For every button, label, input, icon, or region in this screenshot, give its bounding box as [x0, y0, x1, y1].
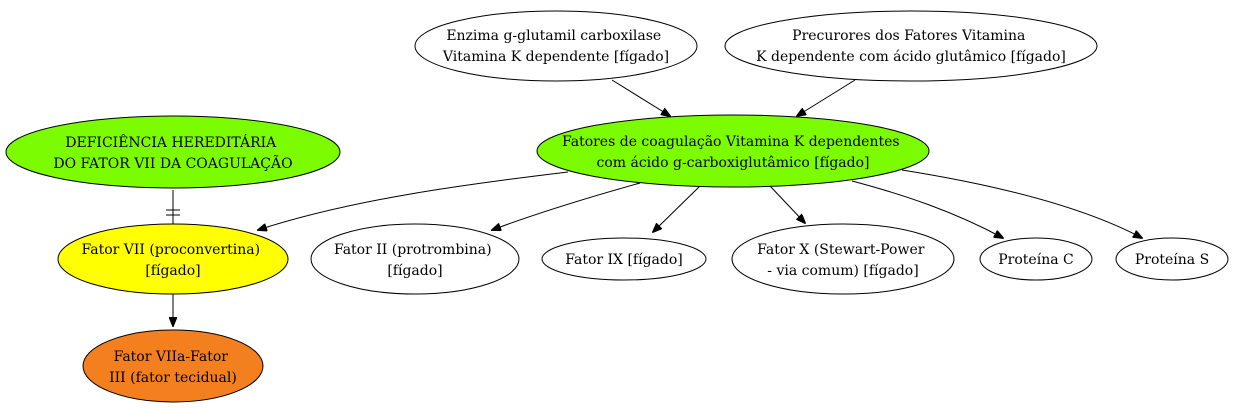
node-deficiencia-shape — [5, 115, 341, 189]
edge-fatores-to-proteinaC — [851, 180, 1003, 238]
node-enzima-shape — [414, 10, 698, 82]
node-enzima-line1: Enzima g-glutamil carboxilase — [446, 28, 661, 44]
node-enzima[interactable]: Enzima g-glutamil carboxilase Vitamina K… — [414, 10, 698, 82]
node-proteinaC[interactable]: Proteína C — [979, 237, 1093, 281]
svg-text:Fator X (Stewart-Power -: Fator X (Stewart-Power - via comum) [fíg… — [757, 242, 929, 279]
node-fator10-line2: - via comum) [fígado] — [767, 263, 918, 279]
edge-enzima-to-fatores — [611, 79, 670, 116]
node-enzima-line2: Vitamina K dependente [fígado] — [442, 49, 669, 65]
svg-text:Proteína S: Proteína S — [1135, 252, 1209, 268]
node-fatores-line2: com ácido g-carboxiglutâmico [fígado] — [596, 155, 869, 171]
edges — [166, 79, 1142, 326]
node-fator2-line1: Fator II (protrombina) — [334, 242, 492, 258]
node-fator2[interactable]: Fator II (protrombina) [fígado] — [310, 223, 520, 295]
node-fatores-line1: Fatores de coagulação Vitamina K depende… — [562, 134, 900, 150]
node-fator7-line2: [fígado] — [145, 263, 200, 279]
node-fatores-shape — [536, 114, 930, 188]
node-fator7-shape — [57, 223, 289, 295]
svg-text:Fator II (protrombina) [: Fator II (protrombina) [fígado] — [334, 242, 496, 279]
svg-text:Fatores de coagulação Vitamina: Fatores de coagulação Vitamina K depende… — [562, 134, 904, 171]
node-deficiencia-line1: DEFICIÊNCIA HEREDITÁRIA — [65, 133, 277, 151]
svg-text:Fator IX [fígado]: Fator IX [fígado] — [565, 252, 683, 268]
edge-fatores-to-proteinaS — [901, 169, 1142, 238]
svg-text:Fator VIIa-Fator III (fa: Fator VIIa-Fator III (fator tecidual) — [109, 349, 237, 386]
svg-text:Fator VII (proconvertina): Fator VII (proconvertina) [fígado] — [81, 242, 264, 279]
svg-text:Enzima g-glutamil carboxilase: Enzima g-glutamil carboxilase Vitamina K… — [442, 28, 669, 65]
node-fatores[interactable]: Fatores de coagulação Vitamina K depende… — [536, 114, 930, 188]
svg-text:Proteína C: Proteína C — [998, 252, 1073, 268]
node-precursores-shape — [724, 10, 1098, 82]
node-fator7a[interactable]: Fator VIIa-Fator III (fator tecidual) — [82, 329, 264, 403]
node-deficiencia[interactable]: DEFICIÊNCIA HEREDITÁRIA DO FATOR VII DA … — [5, 115, 341, 189]
node-fator2-line2: [fígado] — [387, 263, 442, 279]
edge-fatores-to-fator10 — [769, 185, 805, 223]
node-precursores[interactable]: Precurores dos Fatores Vitamina K depend… — [724, 10, 1098, 82]
edge-fatores-to-fator9 — [653, 185, 701, 232]
edge-precursores-to-fatores — [797, 79, 856, 116]
node-fator7a-line2: III (fator tecidual) — [109, 370, 237, 386]
svg-text:Precurores dos Fatores Vitamin: Precurores dos Fatores Vitamina K depend… — [756, 28, 1066, 65]
node-deficiencia-line2: DO FATOR VII DA COAGULAÇÃO — [53, 154, 292, 172]
node-fator7[interactable]: Fator VII (proconvertina) [fígado] — [57, 223, 289, 295]
node-fator7a-shape — [82, 329, 264, 403]
node-fator9-shape — [541, 237, 707, 281]
node-proteinaS-shape — [1115, 237, 1229, 281]
node-proteinaS-line1: Proteína S — [1135, 252, 1209, 268]
node-precursores-line2: K dependente com ácido glutâmico [fígado… — [756, 49, 1066, 65]
node-fator10-line1: Fator X (Stewart-Power — [757, 242, 925, 258]
node-fator7a-line1: Fator VIIa-Fator — [114, 349, 229, 365]
edge-fatores-to-fator7 — [258, 171, 569, 230]
node-fator2-shape — [310, 223, 520, 295]
node-proteinaS[interactable]: Proteína S — [1115, 237, 1229, 281]
node-fator9[interactable]: Fator IX [fígado] — [541, 237, 707, 281]
node-proteinaC-line1: Proteína C — [998, 252, 1073, 268]
node-fator7-line1: Fator VII (proconvertina) — [81, 242, 260, 258]
node-fator10-shape — [731, 223, 955, 295]
node-fator9-line1: Fator IX [fígado] — [565, 252, 683, 268]
svg-text:DEFICIÊNCIA HEREDITÁRIA: DEFICIÊNCIA HEREDITÁRIA DO FATOR VII DA … — [53, 133, 292, 172]
node-fator10[interactable]: Fator X (Stewart-Power - via comum) [fíg… — [731, 223, 955, 295]
node-proteinaC-shape — [979, 237, 1093, 281]
node-precursores-line1: Precurores dos Fatores Vitamina — [792, 28, 1025, 44]
edge-fatores-to-fator2 — [492, 182, 641, 230]
